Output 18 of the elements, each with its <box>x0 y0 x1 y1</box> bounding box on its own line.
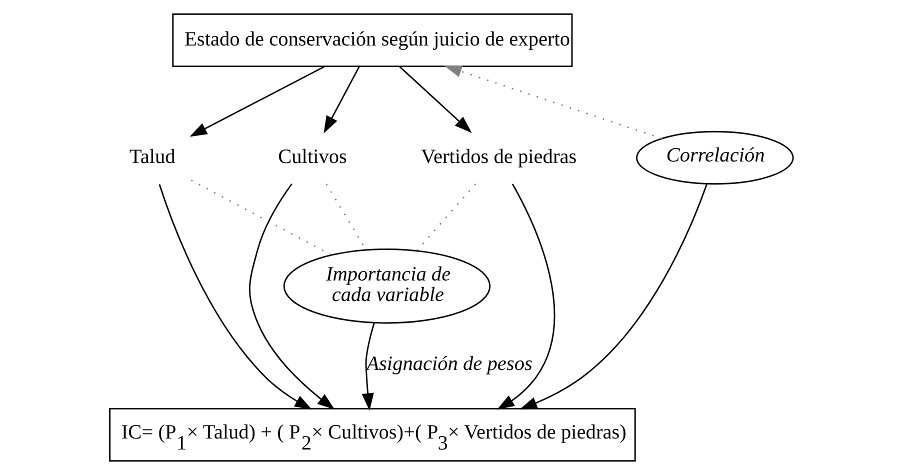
arrow <box>189 66 324 137</box>
connector <box>416 184 476 251</box>
node-text: Vertidos de piedras <box>420 146 576 168</box>
connector <box>190 180 332 256</box>
node-text: Cultivos <box>278 146 346 168</box>
node-ellipse: Correlación <box>635 130 794 185</box>
arrow <box>323 66 360 134</box>
node-ellipse: Importancia de cada variable <box>282 248 490 324</box>
arrow <box>496 184 555 410</box>
arrow <box>444 65 662 140</box>
arrow <box>398 66 472 133</box>
edge-label: Asignación de pesos <box>366 352 532 375</box>
arrow <box>361 322 374 411</box>
arrow <box>158 184 312 410</box>
node-box: Estado de conservación según juicio de experto <box>172 13 572 68</box>
node-text: Talud <box>128 146 175 168</box>
arrow <box>519 184 707 410</box>
arrow <box>248 183 334 410</box>
